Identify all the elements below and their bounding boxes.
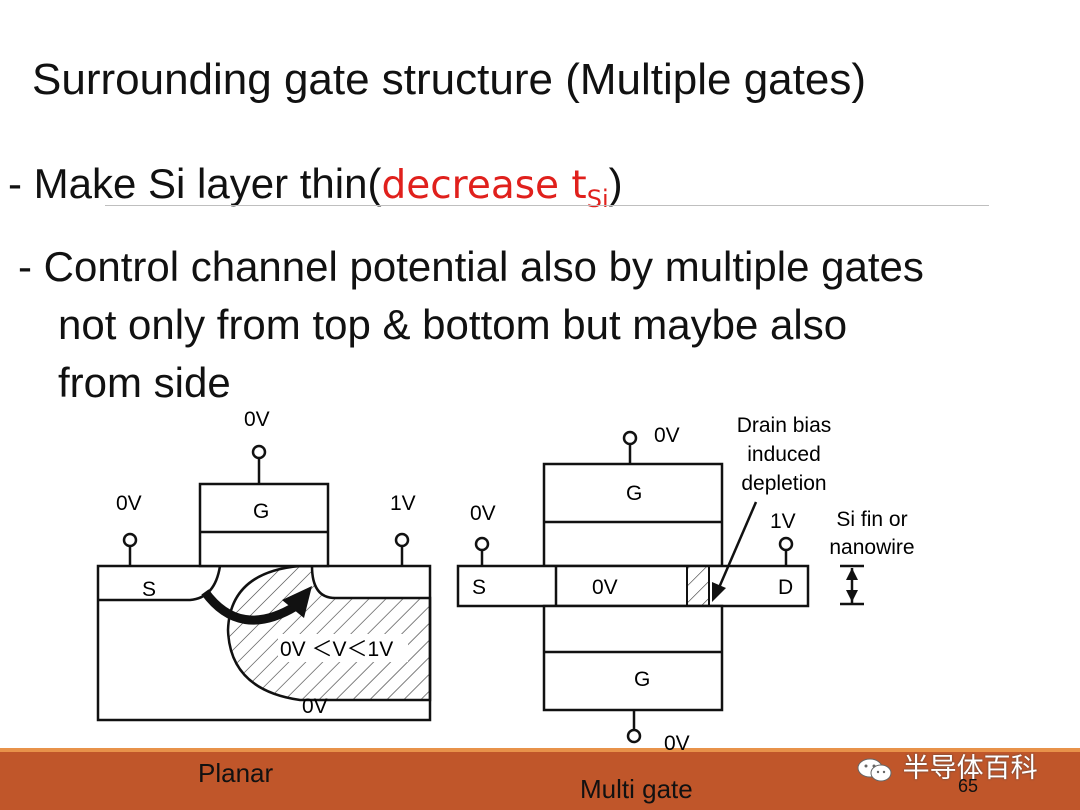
multigate-bottom-gate xyxy=(542,604,724,712)
bullet2-line1: - Control channel potential also by mult… xyxy=(18,243,924,290)
planar-transistor: 0V G 0V 1V S 0V ＜V＜1V 0V xyxy=(96,408,432,722)
decrease-tsi-highlight: decrease tSi xyxy=(381,163,608,213)
planar-depletion-label: 0V ＜V＜1V xyxy=(280,638,393,661)
highlight-subscript: Si xyxy=(586,184,609,213)
planar-caption: Planar xyxy=(198,758,274,788)
multigate-transistor: 0V G 0V S 0V D 1V G 0V Drain bias induce… xyxy=(456,414,915,755)
multigate-caption: Multi gate xyxy=(580,774,693,804)
planar-drain-voltage: 1V xyxy=(390,492,416,515)
fin-note-2: nanowire xyxy=(829,536,914,559)
planar-arrow-head xyxy=(282,586,312,618)
multigate-bottom-gate-terminal xyxy=(626,728,642,744)
bullet-thin-si-close: ) xyxy=(608,160,623,207)
multigate-channel-voltage: 0V xyxy=(592,576,618,599)
multigate-drain-depletion xyxy=(686,565,710,607)
planar-source-label: S xyxy=(142,578,156,601)
multigate-bottom-gate-voltage: 0V xyxy=(664,732,690,755)
page-number: 65 xyxy=(958,776,979,796)
multigate-top-gate xyxy=(542,462,724,568)
bullet2-line2: not only from top & bottom but maybe als… xyxy=(58,301,848,348)
fin-note-1: Si fin or xyxy=(836,508,907,531)
divider-line xyxy=(105,205,989,206)
planar-channel-arrow xyxy=(201,589,299,625)
multigate-fin xyxy=(456,564,810,608)
planar-gate xyxy=(198,482,330,568)
multigate-source-voltage: 0V xyxy=(470,502,496,525)
bullet2-line3: from side xyxy=(58,359,231,406)
multigate-top-gate-terminal xyxy=(622,430,638,446)
drain-bias-note-1: Drain bias xyxy=(737,414,832,437)
watermark-text: 半导体百科 xyxy=(902,753,1038,784)
multigate-source-label: S xyxy=(472,576,486,599)
drain-bias-note-2: induced xyxy=(747,443,821,466)
planar-substrate-voltage: 0V xyxy=(302,695,328,718)
multigate-drain-label: D xyxy=(778,576,793,599)
multigate-drain-voltage: 1V xyxy=(770,510,796,533)
watermark: 半导体百科 xyxy=(856,746,1038,785)
planar-source-terminal xyxy=(122,532,138,548)
footer-bar xyxy=(0,748,1080,810)
planar-depletion-label-bg xyxy=(278,634,408,662)
bullet-multiple-gates: - Control channel potential also by mult… xyxy=(18,238,924,412)
footer-accent-line xyxy=(0,748,1080,752)
bullet-thin-si: - Make Si layer thin(decrease tSi) xyxy=(8,160,623,213)
slide-title: Surrounding gate structure (Multiple gat… xyxy=(32,55,866,104)
multigate-top-gate-label: G xyxy=(626,482,642,505)
wechat-icon xyxy=(857,758,892,781)
planar-gate-voltage: 0V xyxy=(244,408,270,431)
planar-drain-terminal xyxy=(394,532,410,548)
drain-bias-arrow xyxy=(716,501,758,591)
bullet-thin-si-text: - Make Si layer thin( xyxy=(8,160,382,207)
multigate-bottom-gate-label: G xyxy=(634,668,650,691)
multigate-drain-terminal xyxy=(778,536,794,552)
planar-gate-terminal xyxy=(251,444,267,460)
planar-gate-label: G xyxy=(253,500,269,523)
planar-source-voltage: 0V xyxy=(116,492,142,515)
transistor-diagram: 0V G 0V 1V S 0V ＜V＜1V 0V xyxy=(96,408,915,755)
drain-bias-note-3: depletion xyxy=(741,472,826,495)
multigate-source-terminal xyxy=(474,536,490,552)
highlight-text: decrease t xyxy=(381,163,587,208)
multigate-top-gate-voltage: 0V xyxy=(654,424,680,447)
planar-depletion-region xyxy=(226,564,432,702)
